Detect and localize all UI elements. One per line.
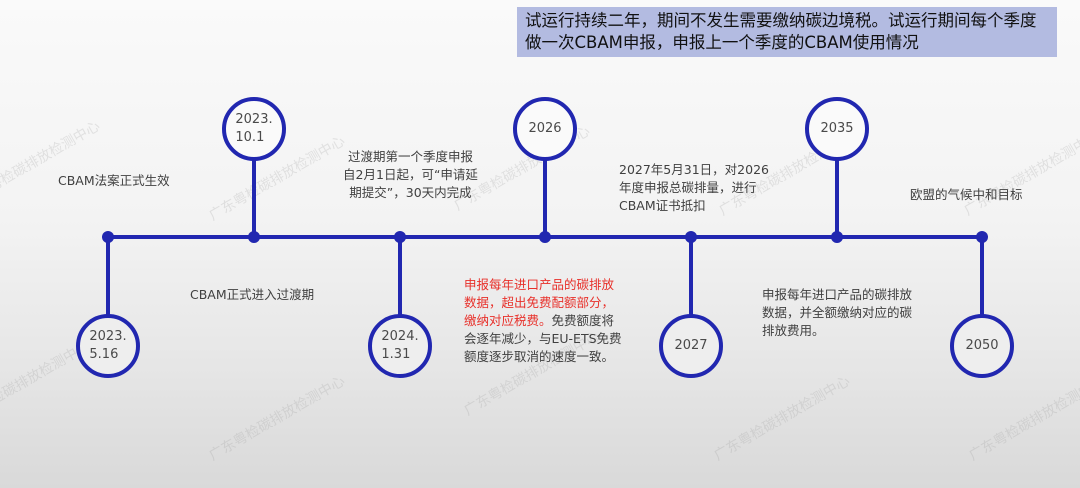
stem bbox=[980, 237, 984, 317]
watermark: 广东粤检碳排放检测中心 bbox=[966, 373, 1080, 465]
timeline-node bbox=[831, 231, 843, 243]
stem bbox=[398, 237, 402, 317]
date-circle-2024-1-31: 2024. 1.31 bbox=[368, 314, 432, 378]
date-circle-2026: 2026 bbox=[513, 97, 577, 161]
stem bbox=[835, 159, 839, 237]
timeline-node bbox=[102, 231, 114, 243]
timeline-node bbox=[394, 231, 406, 243]
date-label: 2026 bbox=[528, 121, 562, 136]
milestone-description-2035: 申报每年进口产品的碳排放数据，并全额缴纳对应的碳排放费用。 bbox=[762, 287, 913, 338]
date-circle-2027: 2027 bbox=[659, 314, 723, 378]
date-label: 2023. 10.1 bbox=[235, 112, 273, 145]
timeline-node bbox=[976, 231, 988, 243]
watermark: 广东粤检碳排放检测中心 bbox=[711, 373, 853, 465]
date-label: 2024. 1.31 bbox=[381, 329, 419, 362]
milestone-description-2026: 申报每年进口产品的碳排放数据，超出免费配额部分，缴纳对应税费。免费额度将会逐年减… bbox=[464, 276, 626, 366]
watermark: 广东粤检碳排放检测中心 bbox=[961, 128, 1080, 220]
highlight-text: 申报每年进口产品的碳排放数据，超出免费配额部分，缴纳对应税费。 bbox=[464, 277, 615, 328]
date-circle-2050: 2050 bbox=[950, 314, 1014, 378]
milestone-description-2050: 欧盟的气候中和目标 bbox=[910, 187, 1023, 202]
date-circle-2023-10-1: 2023. 10.1 bbox=[222, 97, 286, 161]
timeline-node bbox=[539, 231, 551, 243]
date-label: 2023. 5.16 bbox=[89, 329, 127, 362]
stem bbox=[106, 237, 110, 317]
date-label: 2027 bbox=[674, 338, 708, 353]
milestone-description-2027: 2027年5月31日，对2026年度申报总碳排量，进行CBAM证书抵扣 bbox=[619, 162, 769, 213]
watermark: 广东粤检碳排放检测中心 bbox=[206, 373, 348, 465]
date-label: 2050 bbox=[965, 338, 999, 353]
stem bbox=[543, 159, 547, 237]
body-text: 免费额度将会逐年减少，与EU-ETS免费额度逐步取消的速度一致。 bbox=[464, 313, 622, 364]
milestone-description-2023-5-16: CBAM法案正式生效 bbox=[58, 173, 170, 188]
watermark: 广东粤检碳排放检测中心 bbox=[0, 118, 103, 210]
timeline-node bbox=[248, 231, 260, 243]
timeline-node bbox=[685, 231, 697, 243]
stem bbox=[689, 237, 693, 317]
milestone-description-2024-1-31: 过渡期第一个季度申报自2月1日起，可“申请延期提交”，30天内完成 bbox=[343, 149, 478, 200]
date-circle-2035: 2035 bbox=[805, 97, 869, 161]
trial-period-banner: 试运行持续二年，期间不发生需要缴纳碳边境税。试运行期间每个季度做一次CBAM申报… bbox=[517, 7, 1057, 57]
milestone-description-2023-10-1: CBAM正式进入过渡期 bbox=[190, 287, 315, 302]
date-circle-2023-5-16: 2023. 5.16 bbox=[76, 314, 140, 378]
date-label: 2035 bbox=[820, 121, 854, 136]
stem bbox=[252, 159, 256, 237]
